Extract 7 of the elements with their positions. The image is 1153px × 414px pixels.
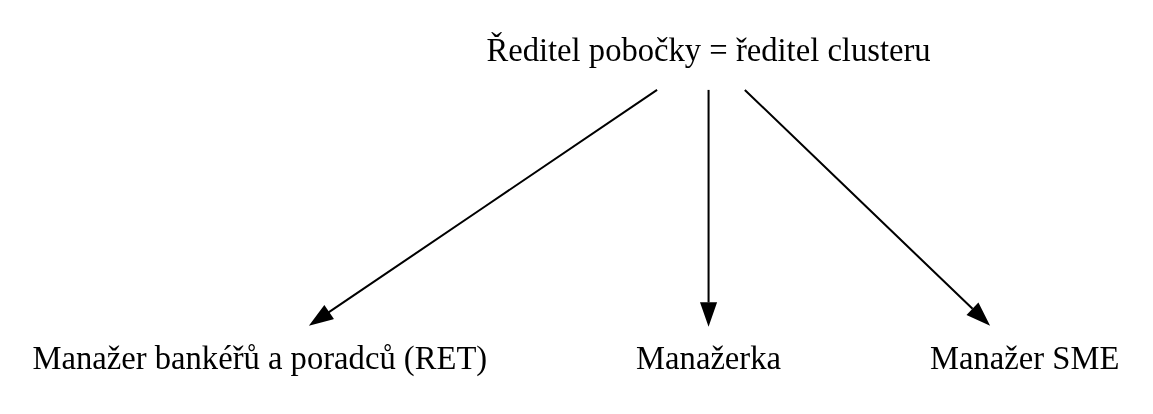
node-text: Manažerka <box>636 339 782 376</box>
arrow <box>744 89 991 326</box>
arrow <box>700 89 718 327</box>
arrow <box>308 89 658 326</box>
node-text: Manažer SME <box>930 339 1120 376</box>
node-text: Ředitel pobočky = ředitel clusteru <box>486 31 931 68</box>
node-text: Manažer bankéřů a poradců (RET) <box>32 339 488 376</box>
